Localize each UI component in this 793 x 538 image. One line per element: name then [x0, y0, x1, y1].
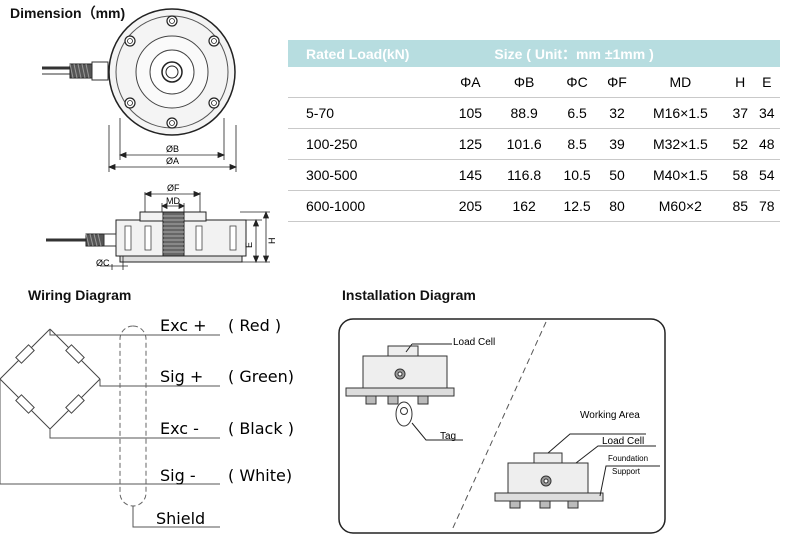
- cell-md: M32×1.5: [633, 128, 727, 160]
- cell-a: 105: [446, 97, 495, 129]
- dimension-title: Dimension（mm): [10, 5, 126, 21]
- col-header-h: H: [727, 67, 754, 98]
- load-cell-foundation: [494, 452, 604, 509]
- label-phi-c: ØC: [96, 258, 110, 268]
- wiring-diagram-title: Wiring Diagram: [28, 287, 132, 303]
- divider-dashed: [451, 321, 547, 531]
- cell-h: 58: [727, 159, 754, 191]
- cell-c: 12.5: [553, 190, 601, 222]
- cell-c: 8.5: [553, 128, 601, 160]
- cell-md: M60×2: [633, 190, 727, 222]
- label-tag: Tag: [440, 431, 456, 442]
- label-h: H: [267, 238, 277, 245]
- cell-load: 5-70: [288, 97, 447, 129]
- cell-md: M16×1.5: [633, 97, 727, 129]
- wire-sig-minus-color: ( White): [228, 466, 292, 485]
- cell-a: 125: [446, 128, 495, 160]
- col-header-a: ΦA: [446, 67, 495, 98]
- label-load-cell-2: Load Cell: [602, 436, 644, 447]
- cell-c: 10.5: [553, 159, 601, 191]
- cell-e: 78: [753, 190, 780, 222]
- label-support: Support: [612, 467, 641, 476]
- cell-h: 37: [727, 97, 754, 129]
- cell-load: 600-1000: [288, 190, 447, 222]
- cell-b: 88.9: [494, 97, 554, 129]
- cell-md: M40×1.5: [633, 159, 727, 191]
- installation-diagram: Load Cell Tag Working Area Load Cell Fou…: [338, 318, 666, 534]
- bridge-circuit: [0, 328, 101, 430]
- label-e: E: [244, 242, 254, 248]
- cable-top: [42, 61, 109, 81]
- label-phi-a: ØA: [166, 156, 179, 166]
- wire-exc-minus-label: Exc -: [160, 419, 199, 438]
- label-md: MD: [166, 196, 180, 206]
- cell-f: 80: [600, 190, 634, 222]
- cell-b: 116.8: [494, 159, 554, 191]
- cell-f: 50: [600, 159, 634, 191]
- col-header-b: ΦB: [494, 67, 554, 98]
- label-load-cell-1: Load Cell: [453, 337, 495, 348]
- shield-wire: [132, 506, 220, 528]
- wiring-diagram: Exc + ( Red ) Sig + ( Green) Exc - ( Bla…: [0, 316, 294, 528]
- cell-e: 54: [753, 159, 780, 191]
- load-cell-hanging: [345, 345, 455, 427]
- cell-f: 32: [600, 97, 634, 129]
- top-view: [108, 8, 236, 136]
- cell-b: 162: [494, 190, 554, 222]
- shield-label: Shield: [156, 509, 205, 528]
- table-row: 100-250 125 101.6 8.5 39 M32×1.5 52 48: [288, 128, 780, 160]
- cell-b: 101.6: [494, 128, 554, 160]
- wire-sig-minus-label: Sig -: [160, 466, 196, 485]
- header-size-unit: Size ( Unit：mm ±1mm ): [494, 40, 780, 67]
- table-header-bar: Rated Load(kN) Size ( Unit：mm ±1mm ): [288, 40, 780, 67]
- cell-a: 205: [446, 190, 495, 222]
- cell-h: 85: [727, 190, 754, 222]
- label-working-area: Working Area: [580, 410, 640, 421]
- table-column-headers: ΦA ΦB ΦC ΦF MD H E: [288, 67, 780, 98]
- wire-exc-plus-color: ( Red ): [228, 316, 281, 335]
- label-foundation: Foundation: [608, 454, 648, 463]
- cell-load: 100-250: [288, 128, 447, 160]
- cell-e: 34: [753, 97, 780, 129]
- cell-load: 300-500: [288, 159, 447, 191]
- col-header-e: E: [753, 67, 780, 98]
- installation-diagram-title: Installation Diagram: [342, 287, 476, 303]
- col-header-load: [288, 67, 447, 98]
- cell-e: 48: [753, 128, 780, 160]
- shield-sleeve: [119, 325, 147, 507]
- header-rated-load: Rated Load(kN): [288, 40, 495, 67]
- col-header-c: ΦC: [553, 67, 601, 98]
- wire-sig-plus-color: ( Green): [228, 367, 294, 386]
- label-phi-b: ØB: [166, 144, 179, 154]
- col-header-md: MD: [633, 67, 727, 98]
- cell-h: 52: [727, 128, 754, 160]
- table-row: 300-500 145 116.8 10.5 50 M40×1.5 58 54: [288, 159, 780, 191]
- cell-f: 39: [600, 128, 634, 160]
- cell-a: 145: [446, 159, 495, 191]
- table-row: 600-1000 205 162 12.5 80 M60×2 85 78: [288, 190, 780, 222]
- spec-table: Rated Load(kN) Size ( Unit：mm ±1mm ) ΦA …: [288, 40, 780, 222]
- wire-sig-plus-label: Sig +: [160, 367, 203, 386]
- dimension-drawing: ØB ØA ØF MD: [42, 8, 277, 270]
- col-header-f: ΦF: [600, 67, 634, 98]
- cell-c: 6.5: [553, 97, 601, 129]
- wire-exc-minus-color: ( Black ): [228, 419, 294, 438]
- wire-exc-plus-label: Exc +: [160, 316, 207, 335]
- side-view: ØF MD ØC: [46, 183, 277, 270]
- label-phi-f: ØF: [167, 183, 180, 193]
- table-row: 5-70 105 88.9 6.5 32 M16×1.5 37 34: [288, 97, 780, 129]
